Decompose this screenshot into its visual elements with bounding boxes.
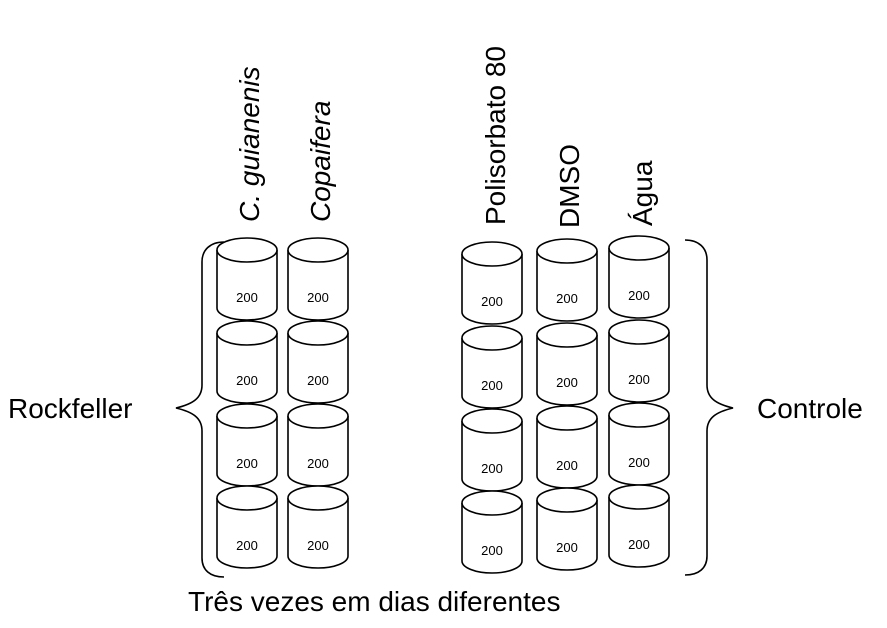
well-cylinder-top bbox=[536, 238, 598, 264]
well-cylinder-body bbox=[461, 503, 523, 574]
well-cylinder-top bbox=[287, 403, 349, 429]
well-cylinder: 200 bbox=[216, 320, 278, 404]
wells-grid: 200 200 200 200 200 200 200 200 200 200 200 200 200 2… bbox=[216, 235, 670, 574]
well-volume-label: 200 bbox=[236, 456, 258, 471]
well-cylinder-top bbox=[536, 322, 598, 348]
well-cylinder-body bbox=[536, 335, 598, 406]
well-volume-label: 200 bbox=[628, 288, 650, 303]
well-cylinder-top bbox=[536, 487, 598, 513]
well-cylinder: 200 bbox=[536, 487, 598, 571]
well-cylinder-body bbox=[461, 254, 523, 325]
well-cylinder: 200 bbox=[216, 403, 278, 487]
well-cylinder: 200 bbox=[461, 325, 523, 409]
well-cylinder: 200 bbox=[608, 402, 670, 486]
column-label-dmso: DMSO bbox=[554, 144, 585, 228]
well-cylinder-body bbox=[216, 333, 278, 404]
well-cylinder: 200 bbox=[461, 241, 523, 325]
well-cylinder-top bbox=[216, 403, 278, 429]
well-cylinder-top bbox=[216, 237, 278, 263]
well-cylinder: 200 bbox=[608, 319, 670, 403]
well-cylinder-top bbox=[608, 235, 670, 261]
well-cylinder: 200 bbox=[461, 490, 523, 574]
well-cylinder-body bbox=[608, 248, 670, 319]
well-volume-label: 200 bbox=[628, 372, 650, 387]
well-cylinder-body bbox=[461, 338, 523, 409]
well-cylinder-top bbox=[608, 319, 670, 345]
well-cylinder-top bbox=[461, 408, 523, 434]
well-volume-label: 200 bbox=[556, 375, 578, 390]
well-volume-label: 200 bbox=[481, 378, 503, 393]
well-cylinder-top bbox=[287, 485, 349, 511]
well-volume-label: 200 bbox=[307, 538, 329, 553]
well-cylinder-top bbox=[608, 402, 670, 428]
well-cylinder-body bbox=[216, 498, 278, 569]
well-cylinder: 200 bbox=[287, 320, 349, 404]
well-cylinder-top bbox=[216, 320, 278, 346]
column-label-copaifera: Copaifera bbox=[305, 101, 336, 222]
well-volume-label: 200 bbox=[481, 543, 503, 558]
well-cylinder-body bbox=[536, 500, 598, 571]
well-cylinder-body bbox=[287, 333, 349, 404]
well-volume-label: 200 bbox=[481, 294, 503, 309]
well-cylinder: 200 bbox=[287, 237, 349, 321]
well-cylinder: 200 bbox=[216, 237, 278, 321]
controle-label: Controle bbox=[757, 393, 863, 424]
well-volume-label: 200 bbox=[556, 458, 578, 473]
well-volume-label: 200 bbox=[307, 456, 329, 471]
well-cylinder-body bbox=[287, 498, 349, 569]
well-cylinder: 200 bbox=[216, 485, 278, 569]
well-volume-label: 200 bbox=[628, 455, 650, 470]
well-volume-label: 200 bbox=[556, 291, 578, 306]
well-cylinder-body bbox=[608, 497, 670, 568]
well-cylinder-body bbox=[608, 332, 670, 403]
well-cylinder: 200 bbox=[608, 235, 670, 319]
well-cylinder-body bbox=[536, 251, 598, 322]
well-volume-label: 200 bbox=[481, 461, 503, 476]
controle-brace bbox=[684, 239, 734, 576]
column-label-c-guianenis: C. guianenis bbox=[234, 66, 265, 222]
well-cylinder-top bbox=[216, 485, 278, 511]
well-cylinder: 200 bbox=[608, 484, 670, 568]
well-cylinder: 200 bbox=[536, 405, 598, 489]
well-volume-label: 200 bbox=[236, 290, 258, 305]
well-cylinder-body bbox=[287, 250, 349, 321]
well-volume-label: 200 bbox=[236, 373, 258, 388]
well-volume-label: 200 bbox=[307, 373, 329, 388]
rockfeller-label: Rockfeller bbox=[8, 393, 132, 424]
well-cylinder-top bbox=[608, 484, 670, 510]
column-label-polisorbato-80: Polisorbato 80 bbox=[480, 46, 511, 225]
well-volume-label: 200 bbox=[307, 290, 329, 305]
well-cylinder-top bbox=[536, 405, 598, 431]
well-cylinder-body bbox=[216, 250, 278, 321]
well-cylinder: 200 bbox=[536, 322, 598, 406]
well-cylinder: 200 bbox=[461, 408, 523, 492]
footer-caption: Três vezes em dias diferentes bbox=[188, 586, 560, 617]
well-cylinder: 200 bbox=[287, 403, 349, 487]
well-volume-label: 200 bbox=[556, 540, 578, 555]
well-volume-label: 200 bbox=[236, 538, 258, 553]
well-cylinder-top bbox=[461, 325, 523, 351]
rockfeller-brace bbox=[175, 241, 225, 578]
well-cylinder-top bbox=[287, 237, 349, 263]
well-cylinder-top bbox=[461, 241, 523, 267]
well-volume-label: 200 bbox=[628, 537, 650, 552]
well-cylinder: 200 bbox=[287, 485, 349, 569]
well-cylinder-top bbox=[287, 320, 349, 346]
column-label-agua: Água bbox=[627, 160, 658, 226]
well-cylinder: 200 bbox=[536, 238, 598, 322]
well-cylinder-top bbox=[461, 490, 523, 516]
